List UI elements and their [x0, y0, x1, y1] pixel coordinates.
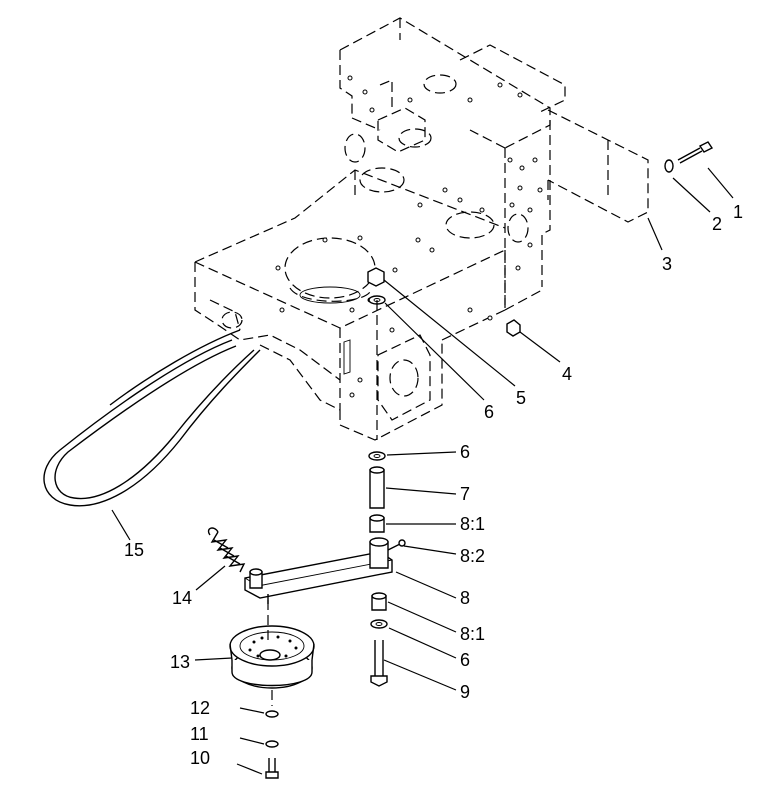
callout-8-1-upper: 8:1 — [460, 514, 485, 534]
callout-4: 4 — [562, 364, 572, 384]
callout-6-washer: 6 — [460, 442, 470, 462]
callout-9: 9 — [460, 682, 470, 702]
callout-8: 8 — [460, 588, 470, 608]
callout-6-lower: 6 — [460, 650, 470, 670]
callout-15: 15 — [124, 540, 144, 560]
callout-10: 10 — [190, 748, 210, 768]
callout-8-2: 8:2 — [460, 546, 485, 566]
spring — [207, 527, 246, 573]
callout-3: 3 — [662, 254, 672, 274]
callout-1: 1 — [733, 202, 743, 222]
front-hardware — [506, 141, 714, 337]
callout-5: 5 — [516, 388, 526, 408]
callout-6-top: 6 — [484, 402, 494, 422]
callout-8-1-lower: 8:1 — [460, 624, 485, 644]
frame-assembly — [194, 17, 649, 441]
callouts: 1 2 3 4 5 6 6 7 8:1 8:2 8 8:1 6 9 10 11 … — [124, 202, 743, 768]
idler-stack — [207, 451, 406, 687]
idler-pulley — [229, 600, 315, 706]
callout-13: 13 — [170, 652, 190, 672]
leader-lines — [111, 167, 734, 775]
callout-12: 12 — [190, 698, 210, 718]
pulley-hardware — [265, 710, 279, 779]
callout-14: 14 — [172, 588, 192, 608]
callout-7: 7 — [460, 484, 470, 504]
top-hardware — [367, 267, 386, 440]
drive-belt — [43, 329, 261, 507]
callout-2: 2 — [712, 214, 722, 234]
callout-11: 11 — [190, 724, 209, 744]
